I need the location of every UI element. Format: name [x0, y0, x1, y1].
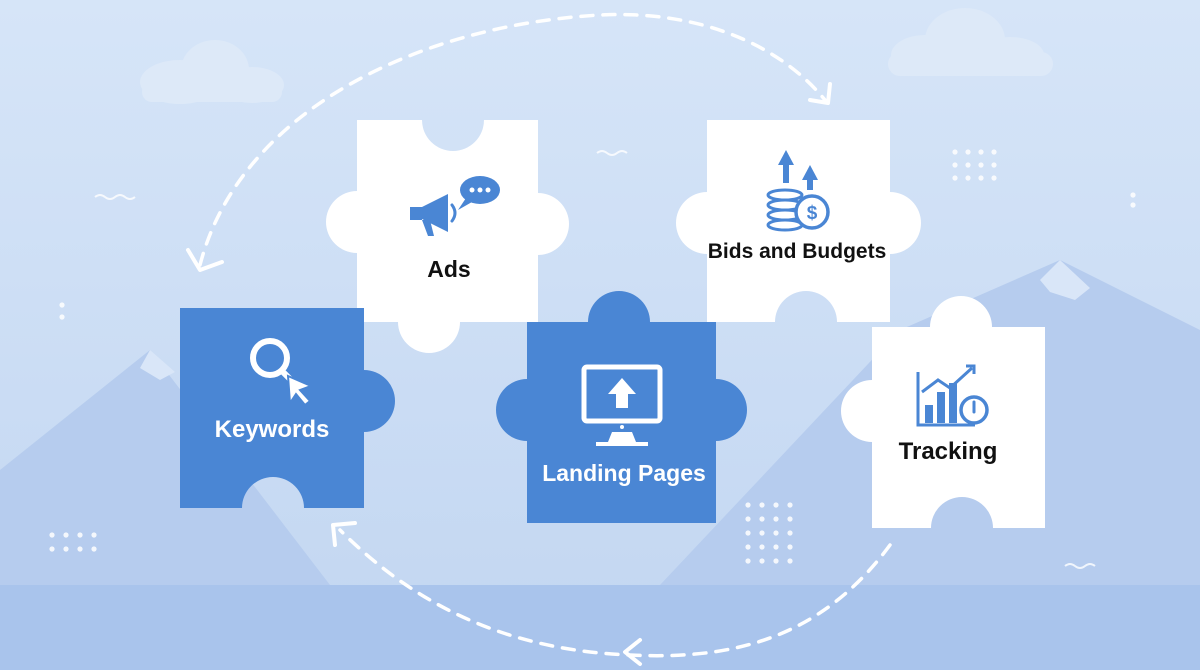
decor-dot — [965, 149, 971, 155]
decor-dot — [77, 532, 83, 538]
decor-dot — [759, 530, 765, 536]
decor-dot — [991, 175, 997, 181]
decor-dot — [952, 149, 958, 155]
decor-dot — [787, 530, 793, 536]
decor-dot — [787, 502, 793, 508]
decor-dot — [773, 530, 779, 536]
coins-arrows-dollar-icon: $ — [766, 150, 830, 232]
megaphone-chat-icon — [410, 176, 500, 236]
decor-dot — [59, 314, 65, 320]
arrowheads — [186, 82, 832, 666]
decor-dot — [745, 558, 751, 564]
decor-dot — [63, 532, 69, 538]
puzzle-piece-keywords — [180, 308, 395, 508]
cloud-right — [888, 8, 1053, 76]
decor-dot — [759, 516, 765, 522]
svg-text:$: $ — [807, 203, 818, 224]
ground — [0, 585, 1200, 670]
monitor-upload-icon — [581, 364, 663, 446]
decor-dot — [63, 546, 69, 552]
decor-dot — [773, 558, 779, 564]
puzzle-piece-ads — [326, 120, 569, 353]
decor-dot — [965, 175, 971, 181]
decor-dot — [1130, 202, 1136, 208]
decor-dot — [745, 544, 751, 550]
decor-dot — [745, 502, 751, 508]
dot-grids — [49, 149, 1136, 564]
decor-dot — [759, 544, 765, 550]
decor-dot — [91, 532, 97, 538]
decor-squiggles — [94, 150, 1096, 569]
decor-dot — [773, 516, 779, 522]
decor-dot — [978, 175, 984, 181]
decor-dot — [77, 546, 83, 552]
decor-dot — [952, 162, 958, 168]
chart-clock-icon — [916, 364, 989, 427]
decor-dot — [787, 544, 793, 550]
bids-and-budgets-label: Bids and Budgets — [707, 240, 887, 263]
decor-dot — [965, 162, 971, 168]
decor-dot — [773, 544, 779, 550]
decor-dot — [91, 546, 97, 552]
magnifier-cursor-icon — [250, 338, 314, 407]
ads-label: Ads — [427, 256, 471, 282]
decor-dot — [759, 502, 765, 508]
tracking-label: Tracking — [898, 438, 998, 465]
decor-dot — [773, 502, 779, 508]
decor-dot — [978, 149, 984, 155]
decor-dot — [1130, 192, 1136, 198]
decor-dot — [978, 162, 984, 168]
decor-dot — [787, 516, 793, 522]
decor-dot — [745, 530, 751, 536]
decor-dot — [49, 546, 55, 552]
cloud-left — [140, 40, 284, 104]
landing-pages-label: Landing Pages — [542, 460, 706, 486]
decor-dot — [49, 532, 55, 538]
keywords-label: Keywords — [214, 416, 330, 443]
decor-dot — [59, 302, 65, 308]
decor-dot — [991, 162, 997, 168]
decor-dot — [952, 175, 958, 181]
decor-dot — [787, 558, 793, 564]
decor-dot — [745, 516, 751, 522]
decor-dot — [759, 558, 765, 564]
decor-dot — [991, 149, 997, 155]
